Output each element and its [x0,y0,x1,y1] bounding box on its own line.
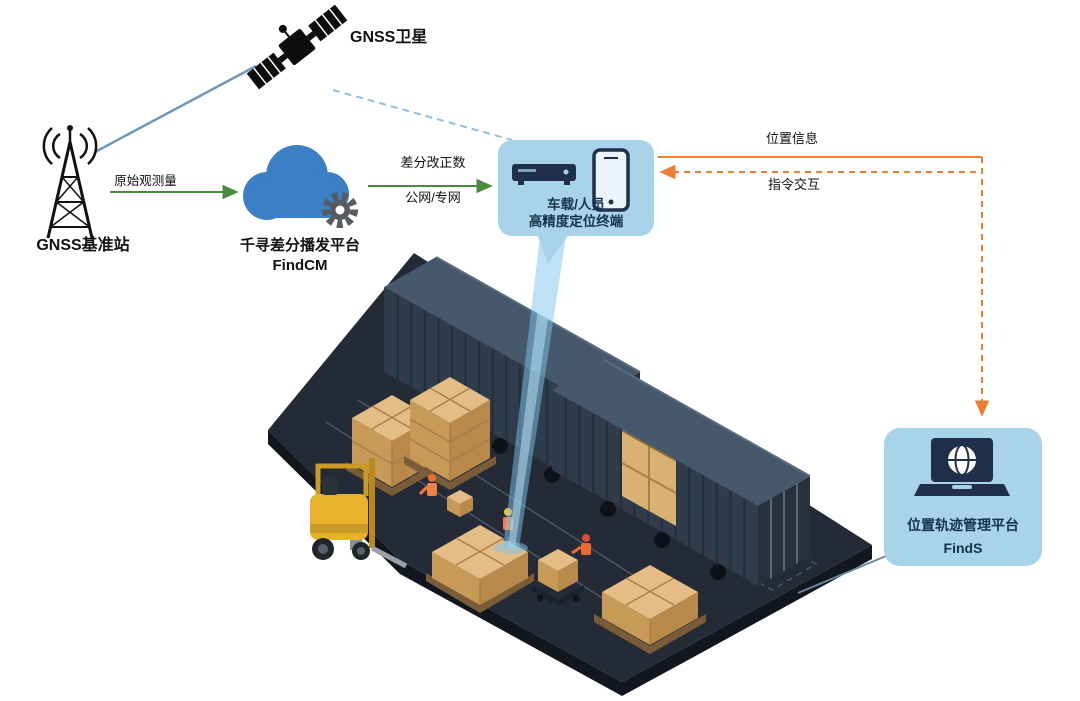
positioning-beam [494,236,566,554]
raw-observation-label: 原始观测量 [114,174,177,188]
platform-label-1: 位置轨迹管理平台 [907,517,1019,533]
container-2-open-door [621,428,677,526]
satellite-label: GNSS卫星 [350,29,428,46]
terminal-label-2: 高精度定位终端 [528,214,624,229]
floor-side [268,430,872,696]
platform-label-2: FindS [943,540,983,556]
base-station-label: GNSS基准站 [36,237,130,254]
worker-3 [571,534,593,568]
pallet-right [594,565,706,654]
connector-lines [94,64,990,417]
forklift [310,458,408,569]
radio-tower-icon [42,125,98,239]
cloud-platform-label: 千寻差分播发平台 [239,237,360,254]
pallet-jack [532,549,584,606]
terminal-bubble [498,140,654,264]
container-2 [552,359,811,586]
correction-label-2: 公网/专网 [405,190,461,205]
cloud-icon [243,145,349,220]
smartphone-icon [592,148,630,212]
container-2-wheels [600,501,726,580]
finds-bubble [797,428,1042,594]
small-box [447,490,473,517]
gnss-satellite-icon [246,4,348,90]
cloud-platform-name: FindCM [272,257,328,274]
vehicle-terminal-icon [512,164,576,185]
terminal-label-1: 车载/人员 [547,197,605,212]
satellite-to-station-line [94,64,257,154]
worker-1 [418,474,438,508]
warehouse-scene [268,253,872,696]
command-label: 指令交互 [767,177,820,192]
laptop-globe-icon [914,438,1010,496]
correction-label-1: 差分改正数 [400,155,466,170]
satellite-to-terminal-line [332,89,513,141]
position-info-label: 位置信息 [765,131,818,146]
pallet-stack-left-tall [404,377,496,490]
gear-icon [322,192,358,228]
